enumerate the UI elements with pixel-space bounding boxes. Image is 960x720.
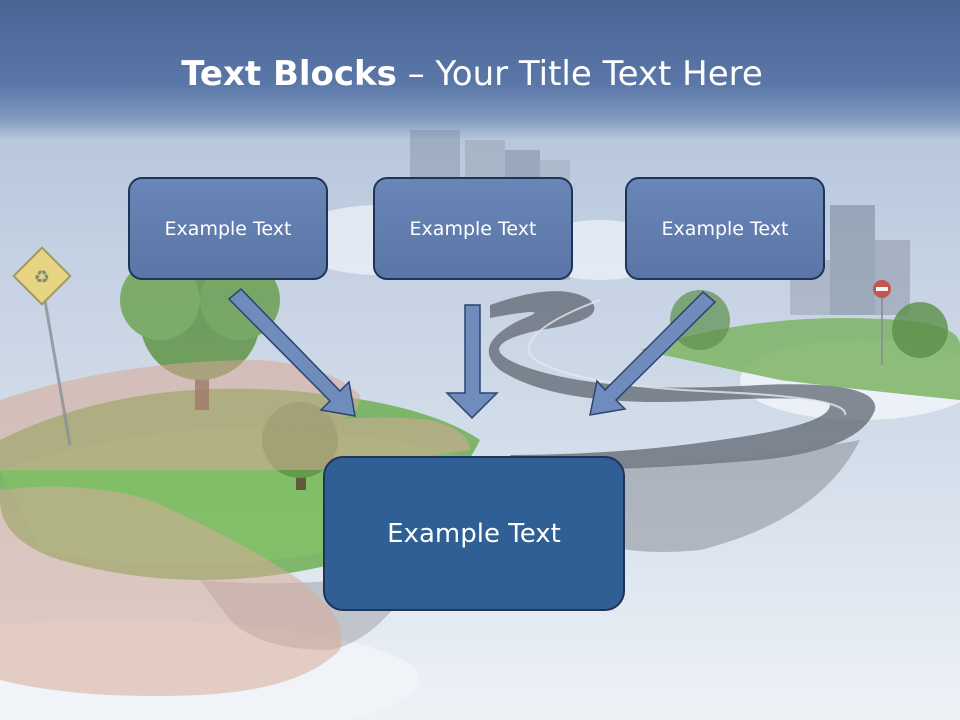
text-block-1[interactable]: Example Text xyxy=(128,177,328,280)
title-rest-text: Your Title Text Here xyxy=(435,54,763,94)
hand-illustration xyxy=(0,360,470,696)
title-dash: – xyxy=(407,54,425,94)
arrow-middle xyxy=(445,304,499,420)
no-entry-sign-icon xyxy=(873,280,891,365)
slide-title: Text Blocks – Your Title Text Here xyxy=(0,54,944,94)
text-block-3-label: Example Text xyxy=(661,217,789,240)
text-block-2-label: Example Text xyxy=(409,217,537,240)
text-block-3[interactable]: Example Text xyxy=(625,177,825,280)
title-bar xyxy=(0,0,960,140)
text-block-2[interactable]: Example Text xyxy=(373,177,573,280)
svg-text:♻: ♻ xyxy=(34,267,50,288)
arrow-right xyxy=(589,290,717,416)
text-block-1-label: Example Text xyxy=(164,217,292,240)
title-bold-text: Text Blocks xyxy=(181,54,397,94)
main-text-block-label: Example Text xyxy=(387,518,561,549)
recycle-sign-icon: ♻ xyxy=(12,246,72,446)
arrow-left xyxy=(227,287,356,417)
main-text-block[interactable]: Example Text xyxy=(323,456,625,611)
